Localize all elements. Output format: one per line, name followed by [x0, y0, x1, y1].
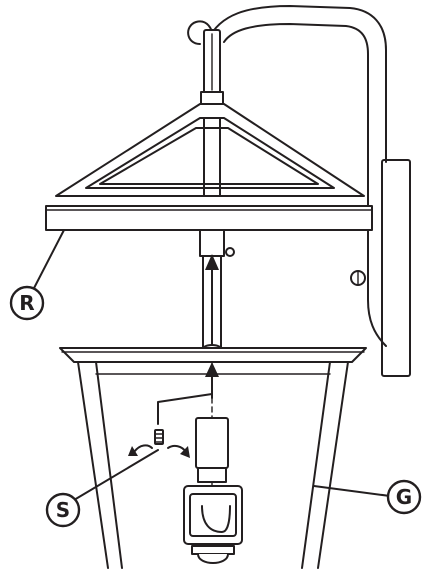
- callout-g: G: [313, 479, 422, 515]
- mounting-arm: [207, 5, 387, 347]
- socket-housing: [183, 417, 243, 564]
- callout-g-label: G: [396, 485, 412, 509]
- callout-r-label: R: [19, 291, 34, 315]
- screw-guide-line: [157, 393, 213, 425]
- roof-band: [45, 205, 373, 231]
- callout-s: S: [45, 449, 159, 528]
- lantern-roof: [55, 103, 365, 197]
- wall-plate: [381, 159, 411, 377]
- rod-set-screw-icon: [225, 247, 235, 257]
- set-screw: [128, 429, 190, 458]
- frame-up-arrow-icon: [205, 362, 219, 399]
- callout-r: R: [9, 229, 65, 321]
- rotate-left-arrow-icon: [133, 444, 153, 453]
- rod-up-arrow-icon: [205, 254, 219, 345]
- center-rod: [199, 229, 235, 356]
- hanging-hook: [187, 20, 224, 105]
- frame-top-rim: [59, 347, 367, 363]
- callout-s-label: S: [56, 498, 70, 522]
